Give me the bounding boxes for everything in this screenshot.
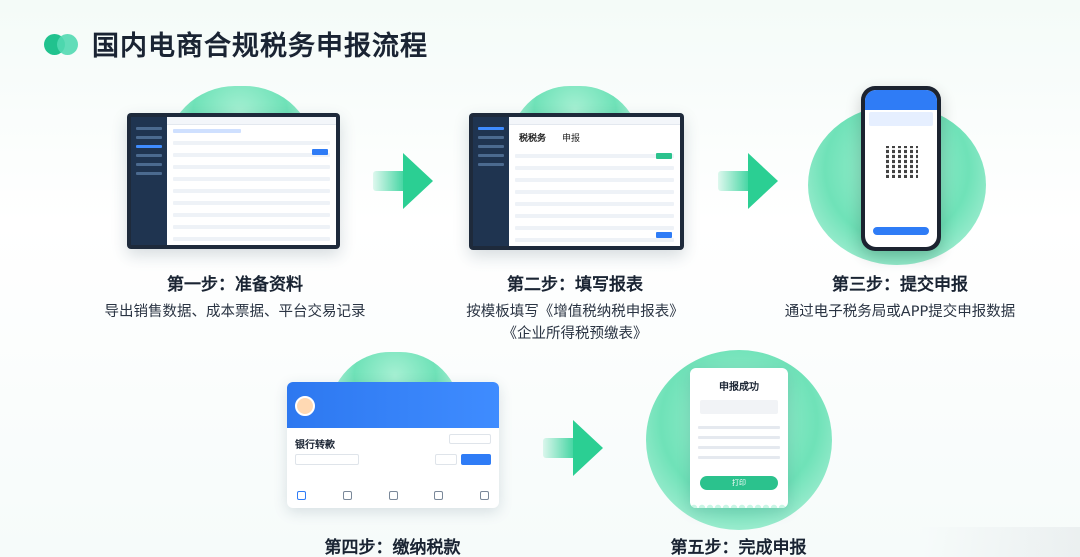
step5-caption: 第五步：完成申报 <box>636 533 841 557</box>
arrow-right-icon <box>718 153 780 209</box>
step5-receipt: 申报成功 打印 <box>690 368 788 508</box>
step3-desc: 通过电子税务局或APP提交申报数据 <box>784 304 1016 320</box>
step1-caption: 第一步：准备资料 导出销售数据、成本票据、平台交易记录 <box>80 270 390 323</box>
chat-icon <box>342 491 352 500</box>
home-icon <box>297 491 306 500</box>
step2-screen-tab: 申报 <box>562 134 581 145</box>
receipt-title: 申报成功 <box>719 382 759 393</box>
step2-desc-line1: 按模板填写《增值税纳税申报表》 <box>466 304 684 320</box>
step4-payment-card: 银行转款 <box>287 382 499 508</box>
dual-circle-logo-icon <box>44 32 80 56</box>
arrow-right-icon <box>373 153 435 209</box>
page-title: 国内电商合规税务申报流程 <box>92 31 428 62</box>
user-icon <box>480 491 489 500</box>
wallet-icon <box>434 491 444 500</box>
avatar <box>295 396 315 416</box>
step4-title: 第四步：缴纳税款 <box>324 538 461 557</box>
step2-caption: 第二步：填写报表 按模板填写《增值税纳税申报表》 《企业所得税预缴表》 <box>420 270 730 345</box>
step2-title: 第二步：填写报表 <box>507 275 643 295</box>
step3-phone <box>861 86 941 251</box>
step1-desc: 导出销售数据、成本票据、平台交易记录 <box>104 304 366 320</box>
step1-screenshot <box>127 113 340 249</box>
pay-card-label: 银行转款 <box>295 440 335 451</box>
step3-caption: 第三步：提交申报 通过电子税务局或APP提交申报数据 <box>740 270 1060 323</box>
step1-title: 第一步：准备资料 <box>167 275 303 295</box>
step2-screenshot: 税税务 申报 <box>469 113 684 250</box>
step4-caption: 第四步：缴纳税款 <box>290 533 495 557</box>
header: 国内电商合规税务申报流程 <box>44 24 428 63</box>
receipt-print-button: 打印 <box>700 476 778 490</box>
qr-code-icon <box>886 146 918 178</box>
step5-title: 第五步：完成申报 <box>670 538 807 557</box>
doc-icon <box>388 491 398 500</box>
step2-desc-line2: 《企业所得税预缴表》 <box>502 326 648 342</box>
step2-screen-heading: 税税务 <box>519 134 547 145</box>
corner-fade <box>920 527 1080 557</box>
arrow-right-icon <box>543 420 605 476</box>
step3-title: 第三步：提交申报 <box>832 275 968 295</box>
